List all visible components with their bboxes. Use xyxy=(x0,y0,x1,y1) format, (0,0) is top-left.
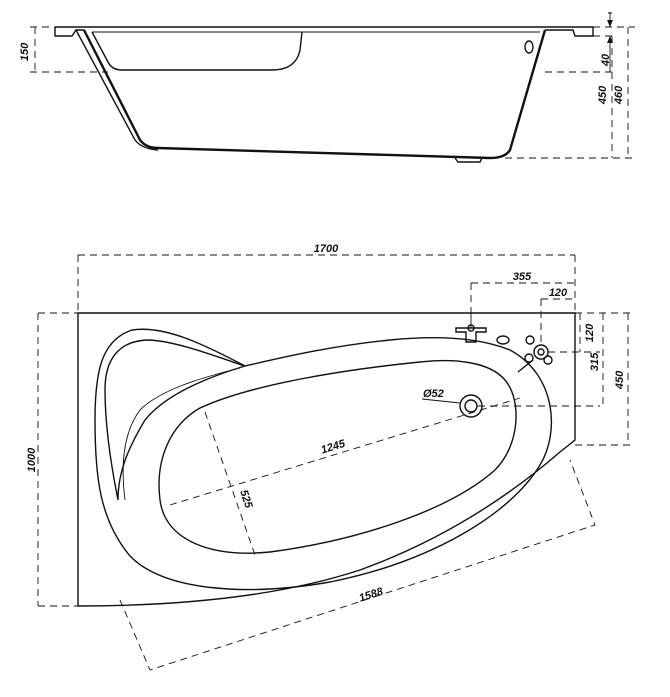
dim-label-total-height: 460 xyxy=(613,85,625,105)
dim-label-drain-vertical: 315 xyxy=(589,352,601,371)
top-view-valve-inner xyxy=(537,348,545,356)
top-view-drain-leader xyxy=(421,398,461,404)
dim-line-tap-offset-small xyxy=(540,298,575,345)
dim-label-tap-offset-small: 120 xyxy=(549,287,568,299)
side-view-overflow-hole xyxy=(524,40,534,54)
top-view-hole-right xyxy=(543,355,553,365)
top-view-hole-upper xyxy=(525,335,535,345)
dim-label-tap-offset: 355 xyxy=(513,271,532,283)
side-view: 150 40 450 460 xyxy=(19,12,635,163)
dim-line-tap-offset xyxy=(470,282,575,313)
dim-label-right-edge-height: 450 xyxy=(614,370,626,390)
side-view-shell-inner xyxy=(75,29,159,151)
dim-label-rim-height: 150 xyxy=(19,42,31,61)
top-view-backrest-inner xyxy=(122,367,241,501)
dim-line-inner-width xyxy=(204,411,256,556)
dim-label-depth: 450 xyxy=(597,85,609,105)
top-view-outer-shape xyxy=(77,312,576,607)
dim-extension-right-top xyxy=(545,26,635,73)
top-view-rim-outline xyxy=(94,328,553,591)
top-view-valve-handle xyxy=(517,359,534,373)
dim-label-rim-thickness: 40 xyxy=(600,53,612,67)
top-view-inner-basin xyxy=(158,359,517,554)
dim-line-total-width xyxy=(37,312,78,607)
dim-label-inner-width: 525 xyxy=(237,488,254,510)
top-view-backrest xyxy=(104,339,248,501)
side-view-rim xyxy=(55,26,594,37)
side-view-shell xyxy=(82,29,547,160)
dim-label-total-width: 1000 xyxy=(26,447,38,472)
dim-line-total-length xyxy=(77,254,576,313)
top-view-tap-mixer xyxy=(455,327,487,343)
dim-line-diagonal-length xyxy=(119,459,596,671)
dim-label-tap-vertical-small: 120 xyxy=(584,323,596,342)
dim-label-inner-length: 1245 xyxy=(320,438,348,457)
top-view-overflow xyxy=(496,335,510,345)
top-view-drain-inner xyxy=(464,399,478,413)
side-view-rim-left xyxy=(54,27,84,37)
dim-line-rim-height xyxy=(30,26,108,73)
top-view: Ø52 1700 355 120 120 315 450 1000 1245 5… xyxy=(26,243,630,671)
dim-extension-right xyxy=(478,312,630,446)
dim-label-drain-diameter: Ø52 xyxy=(423,388,444,400)
dim-label-total-length: 1700 xyxy=(314,243,339,255)
dim-marker-rim-thickness-arrows xyxy=(607,20,613,43)
side-view-backrest xyxy=(91,31,303,71)
side-view-drain xyxy=(454,157,483,163)
top-view-hole-lower xyxy=(524,353,534,363)
dim-label-diagonal-length: 1588 xyxy=(358,585,386,604)
dim-line-inner-length xyxy=(169,397,521,506)
